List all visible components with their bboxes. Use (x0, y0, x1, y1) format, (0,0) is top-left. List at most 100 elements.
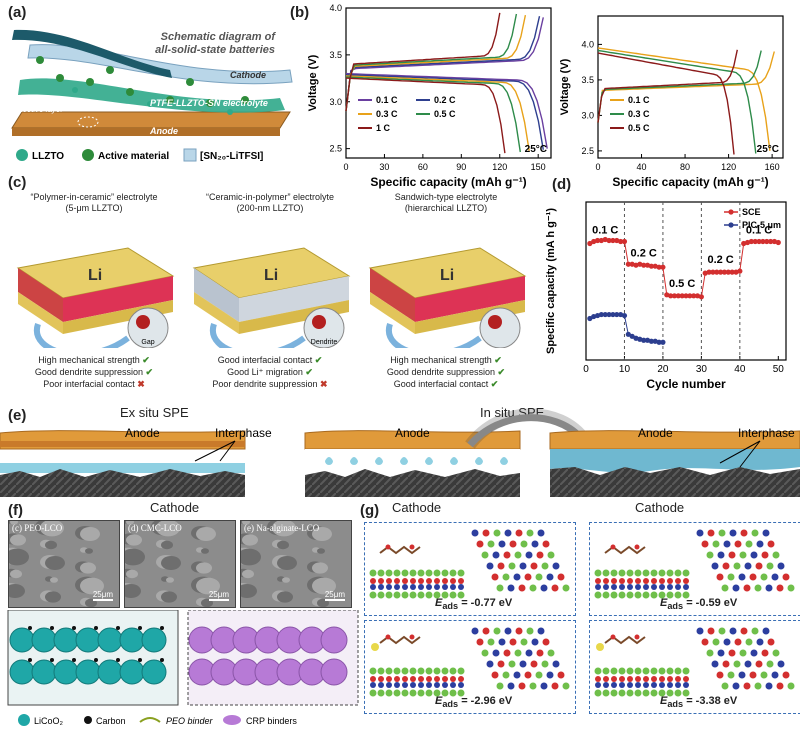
cathode-title-g2: Cathode (635, 500, 685, 515)
data-point (714, 269, 720, 275)
x-tick-label: 160 (765, 162, 780, 172)
check-icon: ✔ (497, 367, 506, 377)
data-point (687, 293, 693, 299)
column-title: “Polymer-in-ceramic” electrolyte (5-μm L… (8, 192, 180, 214)
data-point (610, 311, 616, 318)
sem-image-1: (c) PEO-LCO 25μm (8, 520, 120, 608)
sem-image-2: (d) CMC-LCO 25μm (124, 520, 236, 608)
legend-licoo2: LiCoO₂ (34, 716, 64, 726)
energy-value: = -0.59 eV (686, 596, 738, 609)
data-point (610, 237, 616, 244)
x-tick-label: 40 (734, 364, 746, 375)
x-tick-label: 150 (531, 162, 546, 172)
electrolyte-stack: Li Gap (16, 247, 175, 348)
panel-c-label: (c) (8, 174, 27, 191)
sem-label: (e) Na-alginate-LCO (244, 523, 320, 533)
carbon-particle (94, 658, 98, 662)
discharge-curve (345, 72, 548, 149)
data-point (668, 293, 674, 299)
legend-peo: PEO binder (166, 716, 214, 726)
panel-e: (e) Ex situ SPE In situ SPE (0, 405, 800, 500)
licoo2-particle (119, 659, 145, 685)
electrolyte-column-1: “Polymer-in-ceramic” electrolyte (5-μm L… (8, 192, 180, 397)
anode-in: Anode (638, 426, 673, 440)
check-icon: ✔ (314, 355, 323, 365)
discharge-curve (345, 77, 506, 154)
rate-label: 0.1 C (746, 225, 772, 237)
x-tick-label: 20 (657, 364, 669, 375)
protective-label: Protective layer (8, 105, 63, 114)
y-tick-label: 3.0 (581, 110, 594, 120)
x-tick-label: 80 (680, 162, 690, 172)
column-title: “Ceramic-in-polymer” electrolyte (200-nm… (184, 192, 356, 214)
interphase-ex: Interphase (215, 426, 272, 440)
sem-label: (c) PEO-LCO (12, 523, 63, 533)
inset-label: Gap (141, 339, 154, 346)
property-item: Good interfacial contact ✔ (360, 378, 532, 390)
energy-value: = -0.77 eV (461, 596, 513, 609)
data-point (598, 311, 604, 318)
property-item: Good Li⁺ migration ✔ (184, 366, 356, 378)
data-point (729, 269, 735, 275)
interphase-in: Interphase (738, 426, 795, 440)
plot-frame (585, 201, 787, 361)
x-tick-label: 10 (619, 364, 631, 375)
property-text: Good dendrite suppression (386, 367, 495, 377)
crp-coated-particle (320, 658, 348, 686)
temperature-annotation: 25°C (525, 144, 547, 155)
data-point (752, 238, 758, 245)
legend-active-swatch (82, 149, 94, 161)
column-title-line2: (5-μm LLZTO) (65, 203, 123, 213)
li-label: Li (440, 267, 454, 284)
data-point (683, 293, 689, 299)
adsorption-energy: Eads = -3.38 eV (660, 695, 737, 709)
panel-b-label: (b) (290, 4, 310, 21)
discharge-curve (597, 49, 757, 154)
discharge-curve (597, 52, 735, 155)
rate-label: 0.5 C (669, 278, 695, 290)
rate-label: 0.2 C (707, 254, 733, 266)
legend-entry: 0.5 C (628, 123, 650, 133)
licoo2-particle (53, 659, 79, 685)
title-line2: all-solid-state batteries (155, 44, 275, 56)
data-point (721, 269, 728, 275)
electrolyte-column-2: “Ceramic-in-polymer” electrolyte (200-nm… (184, 192, 356, 397)
carbon-particle (116, 626, 120, 630)
data-point (660, 339, 666, 345)
charge-curve (345, 16, 541, 112)
column-title-line1: Sandwich-type electrolyte (394, 192, 498, 202)
property-item: Good dendrite suppression ✔ (8, 366, 180, 378)
cathode-title-g1: Cathode (392, 500, 442, 515)
data-point (679, 293, 685, 299)
charge-curve (345, 12, 501, 112)
sem-scale: 25μm (324, 590, 345, 601)
licoo2-particle (75, 659, 101, 685)
carbon-particle (72, 626, 76, 630)
x-tick-label: 0 (343, 162, 348, 172)
discharge-curve (345, 74, 544, 150)
column-title: Sandwich-type electrolyte (hierarchical … (360, 192, 532, 214)
cross-icon: ✖ (137, 379, 145, 389)
property-list: High mechanical strength ✔Good dendrite … (360, 354, 532, 390)
plot-frame (597, 15, 784, 159)
electrolyte-label: PTFE-LLZTO-SN electrolyte (150, 98, 268, 108)
legend-entry: 1 C (376, 123, 391, 133)
carbon-particle (50, 658, 54, 662)
legend-entry: SCE (742, 207, 761, 217)
legend-entry: 0.5 C (434, 109, 456, 119)
energy-subscript: ads (667, 601, 684, 611)
property-item: High mechanical strength ✔ (8, 354, 180, 366)
battery-schematic: Schematic diagram of all-solid-state bat… (8, 29, 293, 162)
legend-llzto-swatch (16, 149, 28, 161)
data-point (737, 268, 743, 274)
panel-f-label: (f) (8, 502, 23, 519)
energy-value: = -3.38 eV (686, 694, 738, 707)
data-point (614, 311, 620, 318)
li-label: Li (264, 267, 278, 284)
property-item: Poor interfacial contact ✖ (8, 378, 180, 390)
charge-curve (597, 50, 762, 123)
legend-crp: CRP binders (246, 716, 297, 726)
property-text: Good Li⁺ migration (227, 367, 303, 377)
data-point (756, 238, 762, 245)
series-line (589, 314, 663, 343)
